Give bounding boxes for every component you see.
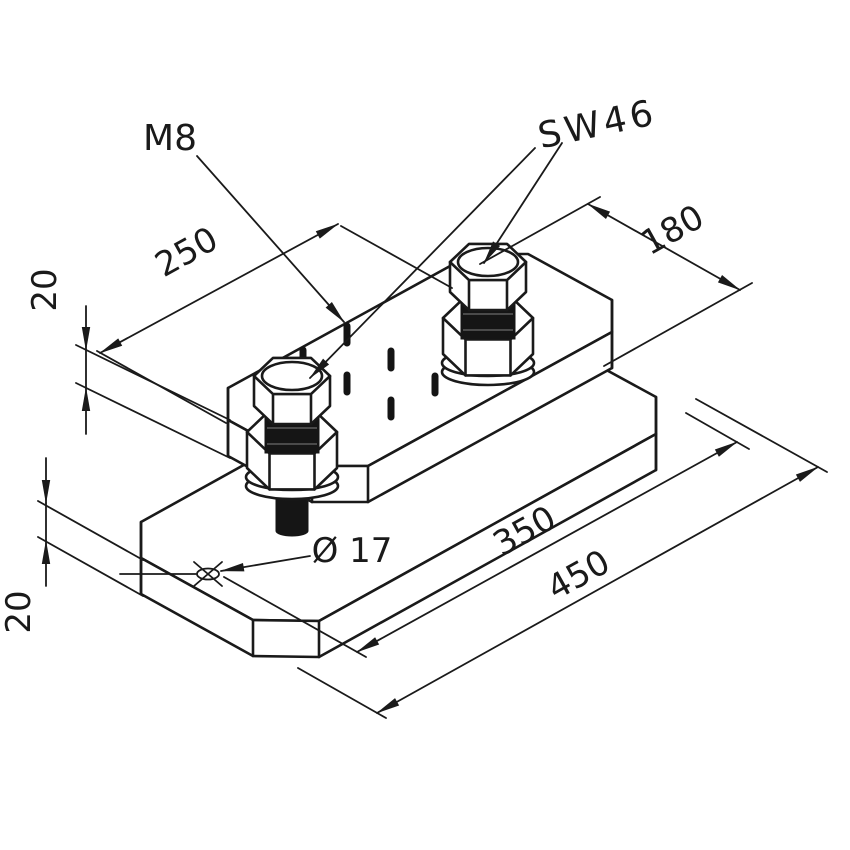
ext-line [297, 667, 387, 719]
hex-head-facets [448, 260, 528, 312]
bolt-rear-right [440, 242, 536, 387]
dimension-20-base-plate: 20 [0, 457, 144, 634]
bolt-front-left [244, 356, 340, 501]
dim-20-top-label: 20 [25, 268, 65, 311]
sw46-leader-left [309, 147, 536, 379]
dim-20-base-label: 20 [0, 590, 39, 633]
dim-line-180 [587, 203, 741, 291]
ext-line [695, 398, 828, 473]
ext-line [37, 536, 144, 597]
ext-line [479, 196, 601, 265]
m8-label: M8 [143, 118, 197, 159]
ext-line [603, 282, 753, 367]
hole-cross-mark [193, 561, 223, 587]
ext-line [75, 344, 231, 421]
ext-line [685, 412, 750, 450]
dia17-leader [220, 555, 311, 572]
bolt-shaft-lower [275, 488, 309, 537]
sw46-leader-right [483, 142, 563, 264]
dimension-20-top-plate: 20 [25, 268, 231, 459]
hole-ellipse [196, 567, 220, 581]
bolt-hole-marker [193, 561, 223, 587]
hex-head-facets [252, 374, 332, 426]
shaft-body [275, 488, 309, 537]
callout-diameter-17: Ø 17 [119, 531, 393, 575]
dia17-label: Ø 17 [312, 531, 393, 571]
ext-line [37, 500, 144, 561]
dim-line-250 [99, 223, 339, 354]
ext-line [340, 225, 453, 289]
ext-line [223, 576, 367, 658]
dim-line-450 [376, 466, 819, 714]
ext-line [75, 382, 231, 459]
